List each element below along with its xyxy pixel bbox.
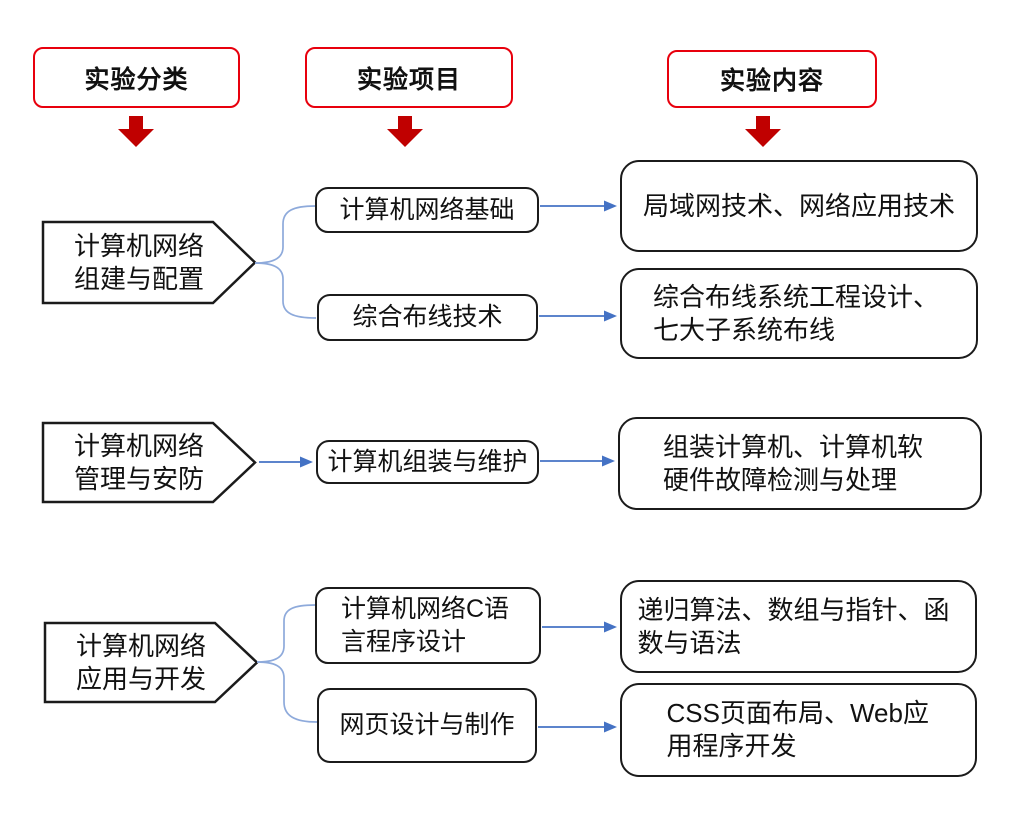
content-label: 综合布线系统工程设计、七大子系统布线 bbox=[653, 281, 940, 345]
content-label: CSS页面布局、Web应用程序开发 bbox=[666, 698, 929, 761]
column-header-label: 实验内容 bbox=[719, 67, 824, 95]
category-line: 计算机网络 bbox=[75, 630, 206, 661]
brace-connector bbox=[256, 661, 318, 723]
project-box: 网页设计与制作 bbox=[317, 688, 537, 763]
category-pentagon bbox=[41, 421, 257, 504]
column-header-classification: 实验分类 bbox=[33, 47, 240, 108]
content-label: 递归算法、数组与指针、函数与语法 bbox=[637, 594, 950, 658]
down-arrow-icon bbox=[745, 116, 781, 147]
content-box: 递归算法、数组与指针、函数与语法 bbox=[620, 580, 977, 673]
content-box: 综合布线系统工程设计、七大子系统布线 bbox=[620, 268, 978, 359]
category-line: 应用与开发 bbox=[75, 663, 206, 694]
project-box: 计算机网络C语言程序设计 bbox=[315, 587, 541, 664]
content-box: 局域网技术、网络应用技术 bbox=[620, 160, 978, 252]
content-box: 组装计算机、计算机软硬件故障检测与处理 bbox=[618, 417, 982, 510]
category-line: 组建与配置 bbox=[73, 263, 204, 294]
down-arrow-icon bbox=[387, 116, 423, 147]
column-header-label: 实验分类 bbox=[84, 65, 189, 94]
content-label: 组装计算机、计算机软硬件故障检测与处理 bbox=[663, 431, 924, 495]
category-label: 计算机网络 组建与配置 bbox=[43, 222, 235, 303]
project-box: 计算机网络基础 bbox=[315, 187, 539, 233]
brace-connector bbox=[254, 262, 317, 319]
category-pentagon bbox=[41, 220, 257, 305]
project-label: 计算机网络基础 bbox=[339, 195, 515, 224]
column-header-label: 实验项目 bbox=[356, 65, 461, 94]
content-label: 局域网技术、网络应用技术 bbox=[642, 190, 955, 221]
category-label: 计算机网络 应用与开发 bbox=[45, 623, 237, 702]
project-label: 计算机网络C语言程序设计 bbox=[341, 594, 510, 656]
project-label: 网页设计与制作 bbox=[339, 711, 515, 739]
brace-connector bbox=[256, 604, 316, 663]
category-line: 计算机网络 bbox=[73, 430, 204, 461]
brace-connector bbox=[254, 205, 316, 264]
project-label: 综合布线技术 bbox=[352, 303, 503, 331]
content-box: CSS页面布局、Web应用程序开发 bbox=[620, 683, 977, 777]
flow-arrow bbox=[259, 200, 617, 733]
column-header-project: 实验项目 bbox=[305, 47, 513, 108]
project-label: 计算机组装与维护 bbox=[327, 447, 528, 476]
category-line: 管理与安防 bbox=[73, 463, 204, 494]
project-box: 综合布线技术 bbox=[317, 294, 538, 341]
category-pentagon bbox=[43, 621, 259, 704]
project-box: 计算机组装与维护 bbox=[316, 440, 539, 484]
category-line: 计算机网络 bbox=[73, 230, 204, 261]
category-label: 计算机网络 管理与安防 bbox=[43, 423, 235, 502]
down-arrow-icon bbox=[118, 116, 154, 147]
column-header-content: 实验内容 bbox=[667, 50, 877, 108]
